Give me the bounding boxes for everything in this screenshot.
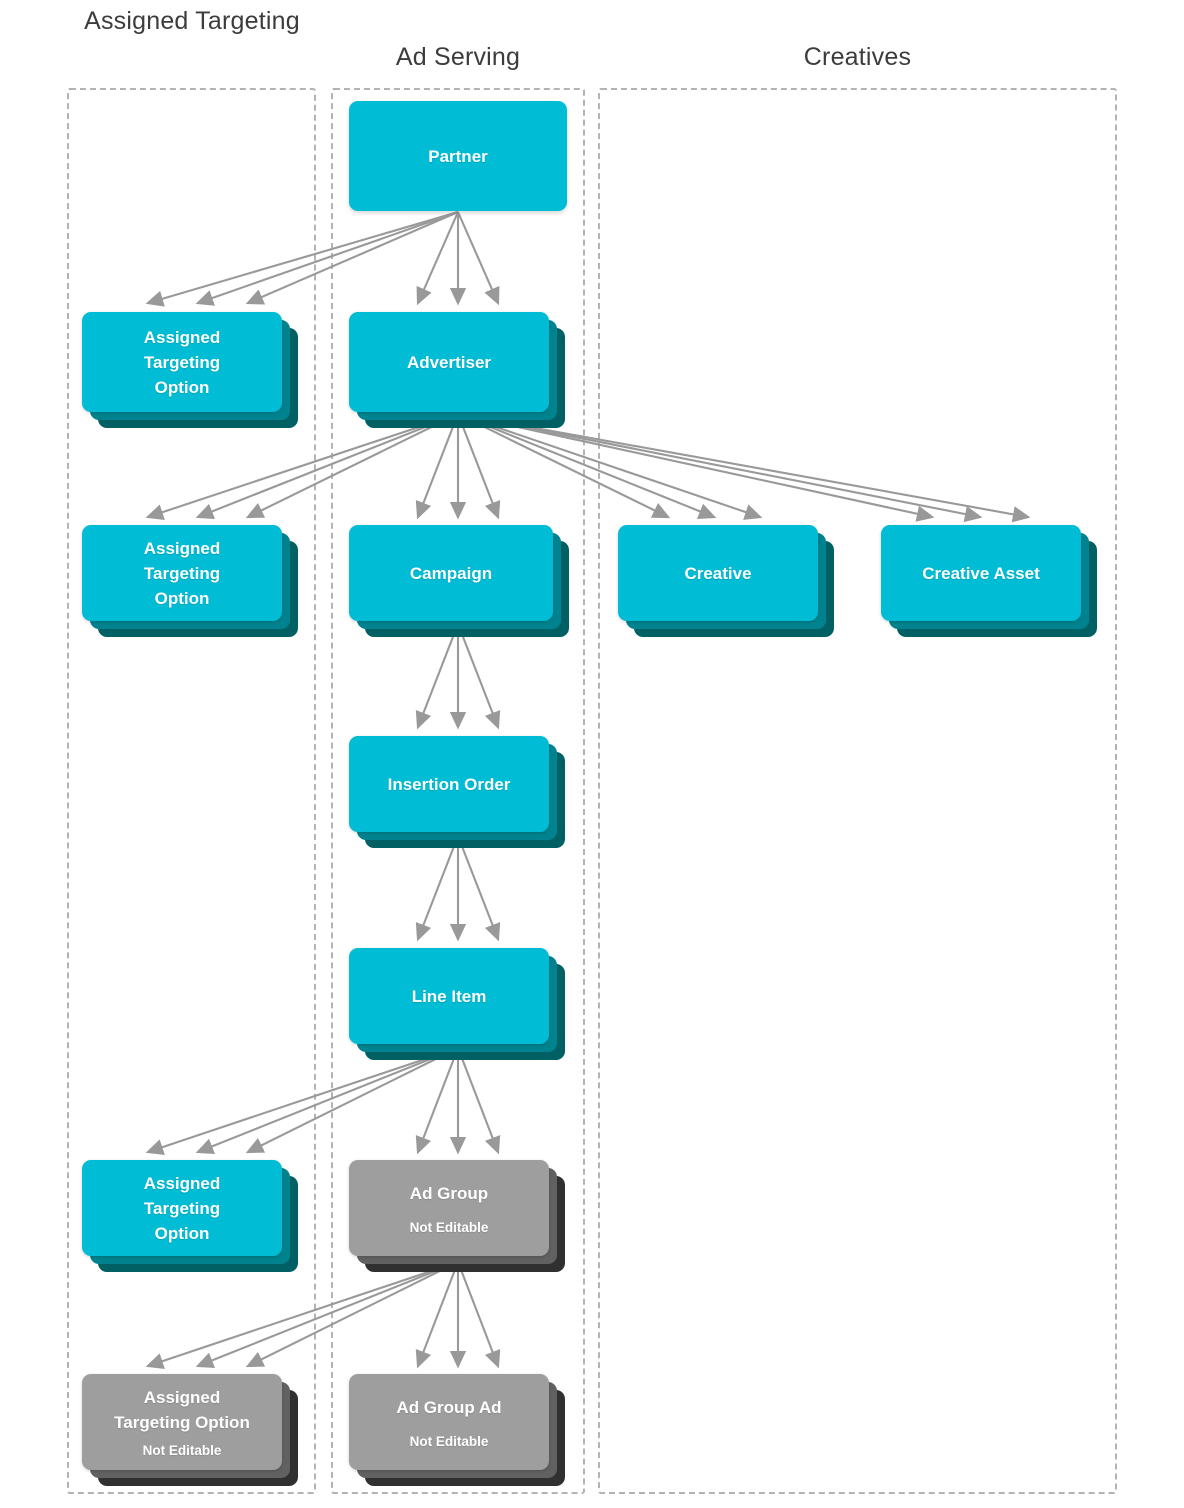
node-ato-ad-group-card[interactable]: Assigned Targeting Option Not Editable [82, 1374, 282, 1470]
node-ad-group-ad[interactable]: Ad Group Ad Not Editable [349, 1374, 565, 1486]
node-insertion-order-card[interactable]: Insertion Order [349, 736, 549, 832]
node-advertiser[interactable]: Advertiser [349, 312, 565, 428]
node-ato-partner-card[interactable]: Assigned Targeting Option [82, 312, 282, 412]
node-ad-group-card[interactable]: Ad Group Not Editable [349, 1160, 549, 1256]
node-line-item-label: Line Item [411, 986, 487, 1006]
node-creative-asset-card[interactable]: Creative Asset [881, 525, 1081, 621]
node-creative-asset-label: Creative Asset [922, 563, 1040, 583]
node-ad-group-ad-readonly-badge: Not Editable [409, 1433, 489, 1449]
node-creative-asset[interactable]: Creative Asset [881, 525, 1097, 637]
node-ato-ad-group[interactable]: Assigned Targeting Option Not Editable [82, 1374, 298, 1486]
node-ato-ad-group-readonly-badge: Not Editable [142, 1443, 222, 1458]
node-insertion-order-label: Insertion Order [387, 774, 511, 794]
node-insertion-order[interactable]: Insertion Order [349, 736, 565, 848]
node-line-item-card[interactable]: Line Item [349, 948, 549, 1044]
node-ato-advertiser-label: Assigned Targeting Option [143, 538, 221, 608]
node-line-item[interactable]: Line Item [349, 948, 565, 1060]
swimlane-ad-serving [331, 88, 585, 1494]
node-creative-card[interactable]: Creative [618, 525, 818, 621]
node-ato-advertiser-card[interactable]: Assigned Targeting Option [82, 525, 282, 621]
node-partner[interactable]: Partner [349, 101, 567, 211]
node-ato-partner-label: Assigned Targeting Option [143, 327, 221, 397]
column-title-ad-serving: Ad Serving [395, 43, 521, 71]
node-ato-ad-group-label: Assigned Targeting Option [114, 1388, 250, 1432]
node-creative[interactable]: Creative [618, 525, 834, 637]
node-ato-line-item-card[interactable]: Assigned Targeting Option [82, 1160, 282, 1256]
node-ato-advertiser[interactable]: Assigned Targeting Option [82, 525, 298, 637]
node-advertiser-label: Advertiser [406, 352, 492, 372]
node-ad-group-readonly-badge: Not Editable [409, 1219, 489, 1235]
node-ato-partner[interactable]: Assigned Targeting Option [82, 312, 298, 428]
node-partner-card[interactable]: Partner [349, 101, 567, 211]
node-ad-group-label: Ad Group [409, 1183, 489, 1203]
column-title-creatives: Creatives [803, 43, 912, 71]
node-advertiser-card[interactable]: Advertiser [349, 312, 549, 412]
node-campaign[interactable]: Campaign [349, 525, 569, 637]
node-ato-line-item-label: Assigned Targeting Option [143, 1173, 221, 1243]
column-title-assigned-targeting: Assigned Targeting [84, 7, 300, 35]
node-ato-line-item[interactable]: Assigned Targeting Option [82, 1160, 298, 1272]
node-campaign-card[interactable]: Campaign [349, 525, 553, 621]
node-ad-group[interactable]: Ad Group Not Editable [349, 1160, 565, 1272]
node-partner-label: Partner [428, 146, 488, 166]
node-creative-label: Creative [684, 563, 752, 583]
swimlane-creatives [598, 88, 1117, 1494]
node-ad-group-ad-label: Ad Group Ad [396, 1397, 502, 1417]
node-campaign-label: Campaign [409, 563, 493, 583]
swimlane-assigned-targeting [67, 88, 316, 1494]
node-ad-group-ad-card[interactable]: Ad Group Ad Not Editable [349, 1374, 549, 1470]
